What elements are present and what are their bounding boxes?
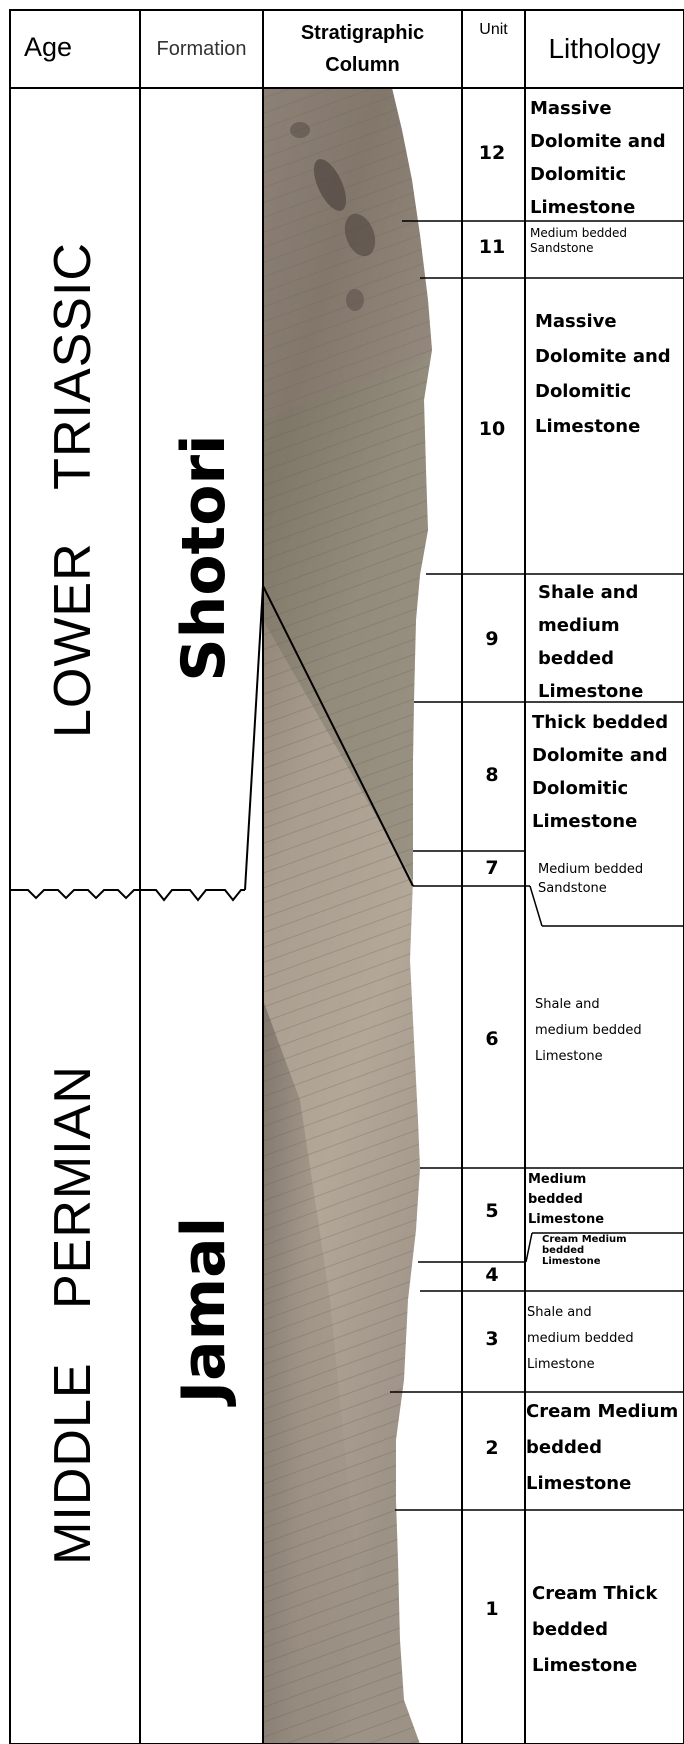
- unit-number-12: 12: [462, 142, 522, 164]
- lithology-unit-10: Massive Dolomite and Dolomitic Limestone: [535, 304, 671, 444]
- unit-number-1: 1: [462, 1598, 522, 1620]
- unit-number-11: 11: [462, 236, 522, 258]
- lithology-unit-7: Medium bedded Sandstone: [538, 860, 643, 898]
- unit-number-10: 10: [462, 418, 522, 440]
- lithology-unit-8: Thick bedded Dolomite and Dolomitic Lime…: [532, 706, 668, 838]
- lithology-unit-2: Cream Medium bedded Limestone: [526, 1394, 678, 1502]
- header-stratigraphic-column: Stratigraphic Column: [263, 14, 462, 84]
- lithology-unit-12: Massive Dolomite and Dolomitic Limestone: [530, 92, 666, 224]
- header-lithology: Lithology: [525, 18, 684, 80]
- unit-number-2: 2: [462, 1437, 522, 1459]
- lithology-unit-6: Shale and medium bedded Limestone: [535, 992, 642, 1070]
- unit-number-7: 7: [462, 857, 522, 879]
- header-unit: Unit: [462, 12, 525, 48]
- rock-outcrop-photo: [263, 88, 432, 1744]
- unit-number-8: 8: [462, 764, 522, 786]
- lithology-unit-3: Shale and medium bedded Limestone: [527, 1300, 634, 1378]
- age-middle-permian: MIDDLE PERMIAN: [33, 920, 113, 1710]
- lithology-unit-1: Cream Thick bedded Limestone: [532, 1576, 657, 1684]
- unit-number-3: 3: [462, 1328, 522, 1350]
- unit-number-6: 6: [462, 1028, 522, 1050]
- lithology-unit-4: Cream Medium bedded Limestone: [542, 1234, 627, 1267]
- lithology-unit-5: Medium bedded Limestone: [528, 1170, 604, 1230]
- age-lower-triassic: LOWER TRIASSIC: [33, 160, 113, 820]
- formation-jamal: Jamal: [164, 1170, 244, 1450]
- lithology-unit-9: Shale and medium bedded Limestone: [538, 576, 643, 708]
- lithology-unit-11: Medium bedded Sandstone: [530, 226, 627, 256]
- header-age: Age: [10, 18, 104, 76]
- unit-number-5: 5: [462, 1200, 522, 1222]
- formation-shotori: Shotori: [164, 408, 244, 708]
- unit-number-4: 4: [462, 1264, 522, 1286]
- header-formation: Formation: [140, 18, 263, 80]
- unit-number-9: 9: [462, 628, 522, 650]
